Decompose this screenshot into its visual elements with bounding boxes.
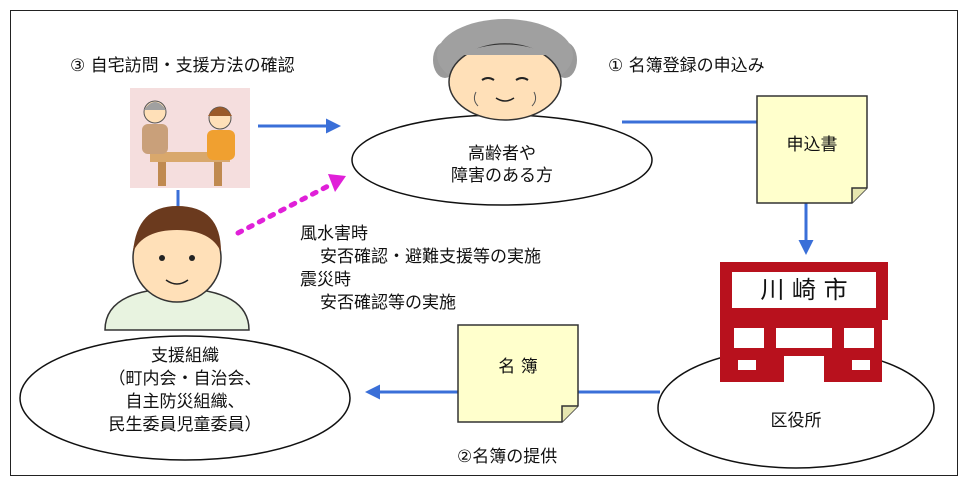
ward-office-building-icon xyxy=(720,262,888,382)
city-sign-label: 川 崎 市 xyxy=(760,276,848,304)
flood-action-label: 安否確認・避難支援等の実施 xyxy=(320,247,541,267)
flood-label: 風水害時 xyxy=(300,224,368,244)
application-document-icon xyxy=(756,95,868,204)
ward-office-label: 区役所 xyxy=(770,411,822,431)
dotted-support-arrow xyxy=(235,181,335,236)
elderly-label-line1: 高齢者や xyxy=(468,144,536,164)
diagram-frame xyxy=(10,10,958,476)
step3-label: ③ 自宅訪問・支援方法の確認 xyxy=(70,56,295,76)
support-org-line2: 自主防災組織、 xyxy=(125,392,245,412)
elderly-person-icon xyxy=(433,19,577,121)
step1-label: ① 名簿登録の申込み xyxy=(608,56,765,76)
quake-label: 震災時 xyxy=(300,270,351,290)
step2-label: ②名簿の提供 xyxy=(457,447,558,467)
elderly-label-line2: 障害のある方 xyxy=(451,166,553,186)
support-org-title: 支援組織 xyxy=(151,346,219,366)
quake-action-label: 安否確認等の実施 xyxy=(320,293,456,313)
application-document-label: 申込書 xyxy=(786,135,838,155)
support-org-line3: 民生委員児童委員） xyxy=(108,415,262,435)
supporter-person-icon xyxy=(104,206,250,331)
roster-document-icon xyxy=(457,324,579,423)
support-org-line1: （町内会・自治会、 xyxy=(108,369,262,389)
home-visit-icon xyxy=(130,88,250,188)
support-org-ellipse xyxy=(19,335,351,461)
roster-document-label: 名 簿 xyxy=(498,357,538,377)
dotted-arrow-head-icon xyxy=(328,174,346,192)
